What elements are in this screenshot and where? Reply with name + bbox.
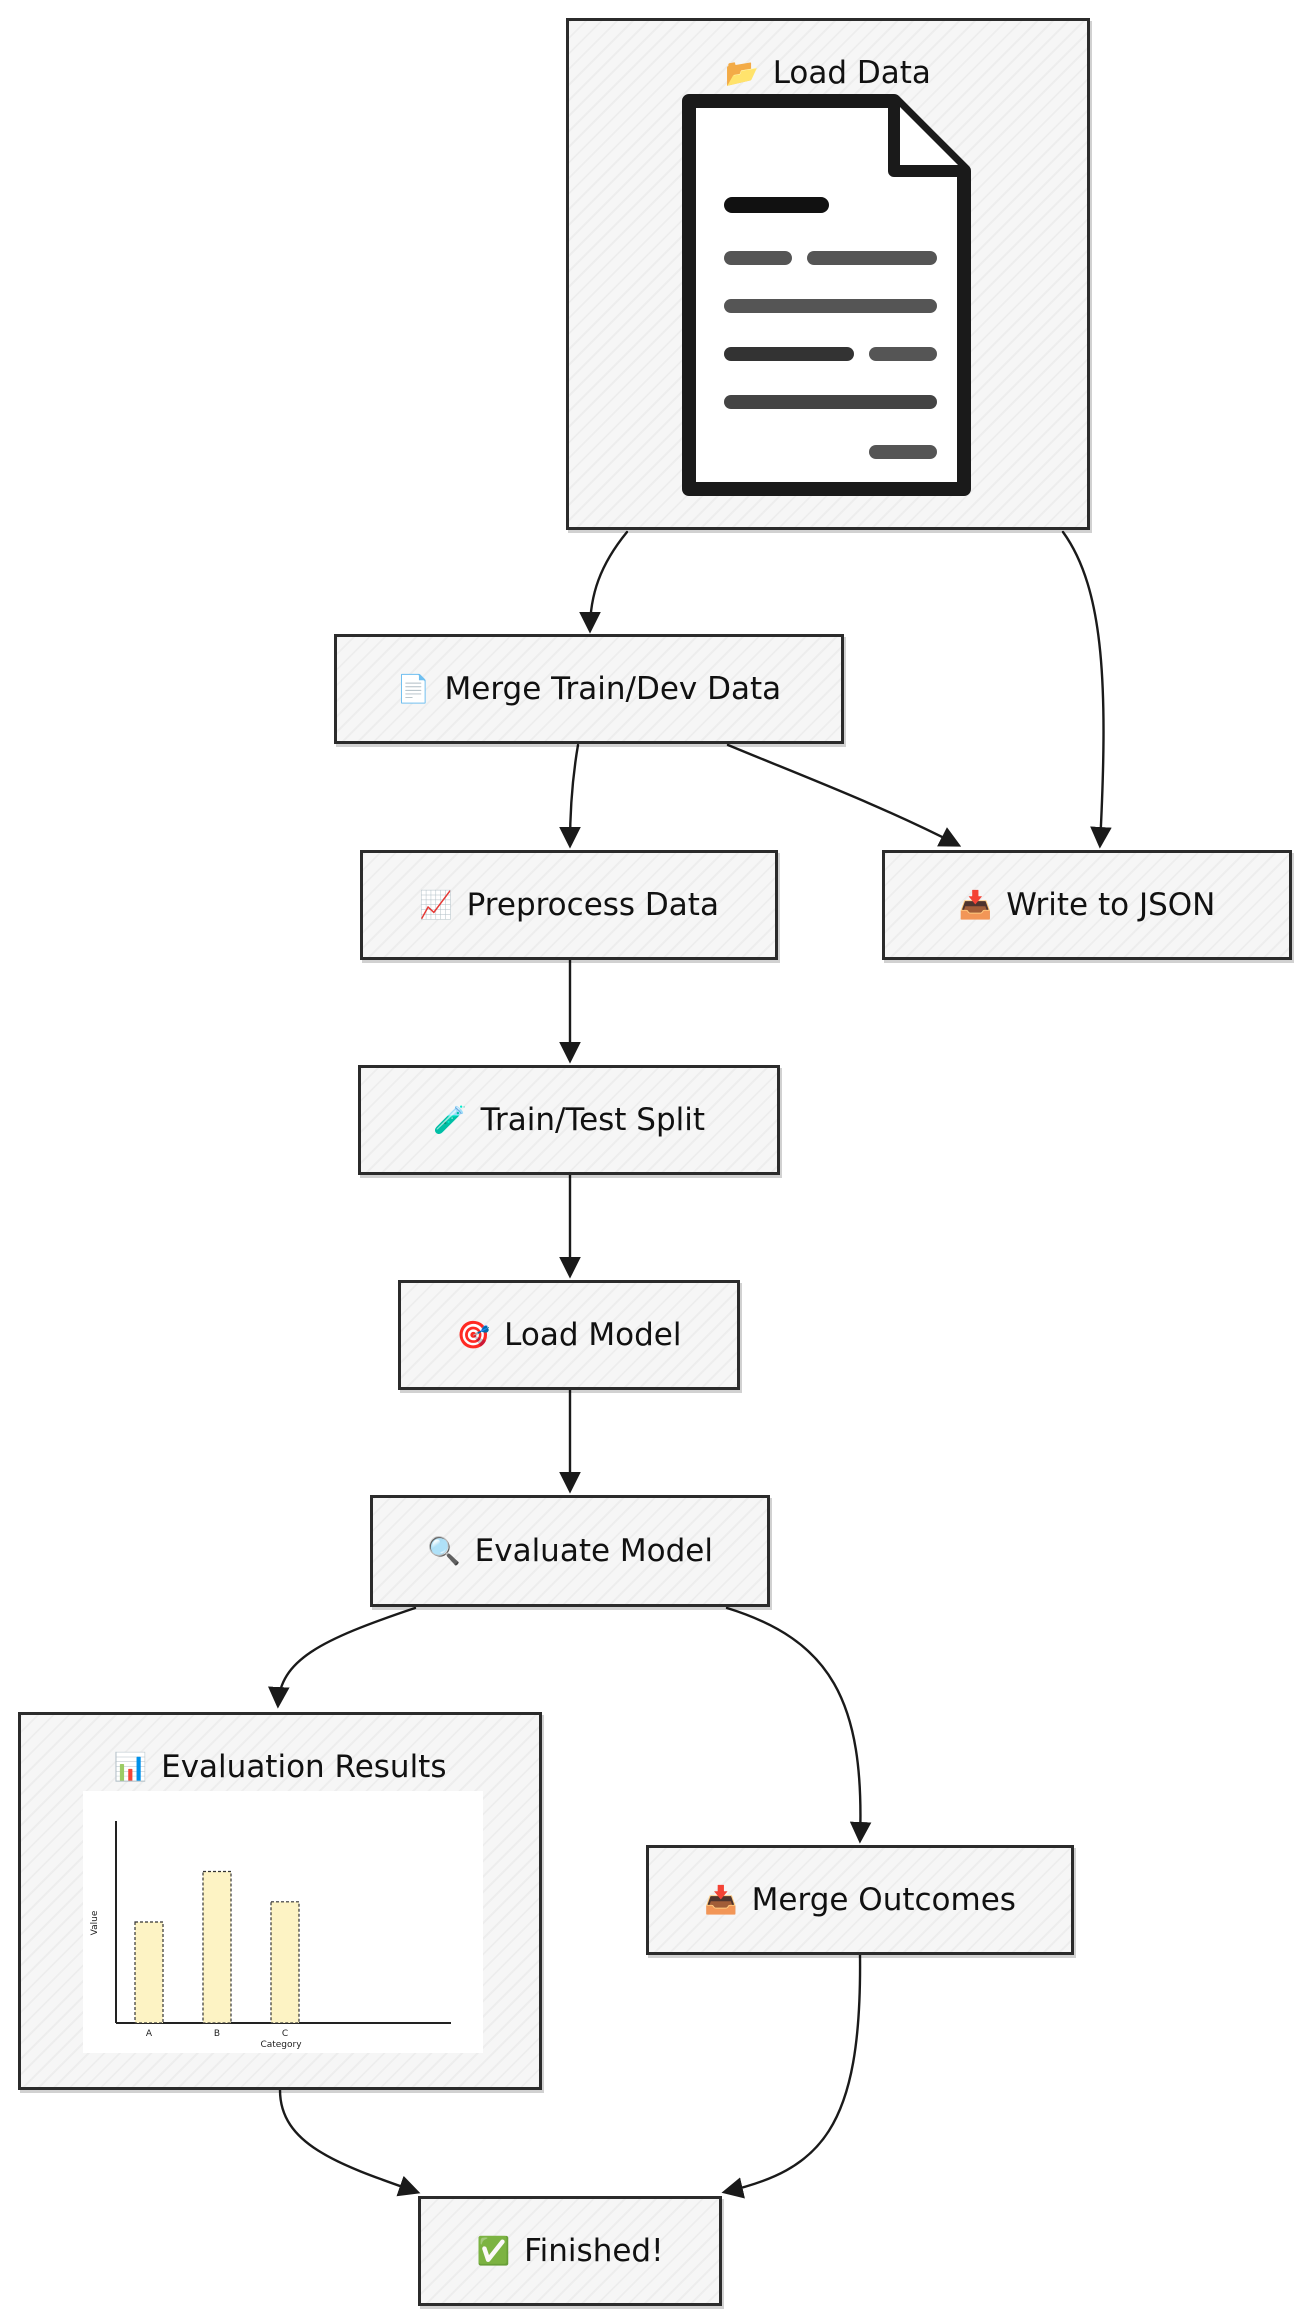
target-icon: 🎯 (456, 1319, 491, 1351)
node-label: Evaluate Model (474, 1533, 713, 1569)
node-preprocess-data[interactable]: 📈 Preprocess Data (360, 850, 778, 960)
edge-load-to-merge (579, 530, 629, 634)
node-label: Load Model (504, 1317, 682, 1353)
check-mark-icon: ✅ (476, 2235, 511, 2267)
node-label: Merge Train/Dev Data (444, 671, 782, 707)
node-evaluate-model[interactable]: 🔍 Evaluate Model (370, 1495, 770, 1607)
node-evaluation-results[interactable]: 📊 Evaluation Results A B C Value Category (18, 1712, 542, 2090)
edge-merge-to-preprocess (559, 743, 581, 849)
node-label: Load Data (772, 55, 931, 91)
edge-load-to-json (1061, 530, 1112, 849)
y-axis-label: Value (90, 1910, 100, 1935)
bar-chart-icon: 📊 (113, 1751, 148, 1783)
magnifier-icon: 🔍 (427, 1535, 461, 1567)
x-tick-label-c: C (282, 2029, 288, 2039)
x-tick-label-b: B (214, 2029, 220, 2039)
node-merge-outcomes[interactable]: 📥 Merge Outcomes (646, 1845, 1074, 1955)
edge-evaluate-to-results (268, 1606, 417, 1709)
inbox-tray-icon: 📥 (958, 889, 993, 921)
edge-evaluate-to-mergeout (725, 1606, 872, 1844)
node-label: Evaluation Results (161, 1749, 447, 1785)
node-label: Merge Outcomes (751, 1882, 1016, 1918)
edge-mergeout-to-finished (721, 1953, 862, 2199)
page-icon: 📄 (396, 673, 431, 705)
bar-c (270, 1901, 300, 2024)
edge-results-to-finished (278, 2088, 421, 2197)
node-label: Preprocess Data (466, 887, 719, 923)
bar-b (202, 1870, 232, 2024)
chart-increasing-icon: 📈 (419, 889, 453, 921)
open-folder-icon: 📂 (725, 57, 759, 89)
node-write-json[interactable]: 📥 Write to JSON (882, 850, 1292, 960)
node-train-test-split[interactable]: 🧪 Train/Test Split (358, 1065, 780, 1175)
edge-merge-to-json (726, 743, 962, 847)
node-finished[interactable]: ✅ Finished! (418, 2196, 722, 2306)
results-bar-chart: A B C Value Category (90, 1821, 451, 2050)
node-label: Train/Test Split (480, 1102, 706, 1138)
inbox-tray-icon: 📥 (704, 1884, 738, 1916)
node-merge-train-dev[interactable]: 📄 Merge Train/Dev Data (334, 634, 844, 744)
results-chart-panel: A B C Value Category (83, 1791, 483, 2053)
node-label: Write to JSON (1006, 887, 1216, 923)
node-load-model[interactable]: 🎯 Load Model (398, 1280, 740, 1390)
document-icon (682, 94, 971, 496)
node-label: Finished! (524, 2233, 664, 2269)
x-tick-label-a: A (146, 2029, 153, 2039)
test-tube-icon: 🧪 (432, 1104, 467, 1136)
node-load-data[interactable]: 📂 Load Data (566, 18, 1090, 530)
x-axis-label: Category (260, 2040, 302, 2050)
bar-a (134, 1921, 164, 2024)
